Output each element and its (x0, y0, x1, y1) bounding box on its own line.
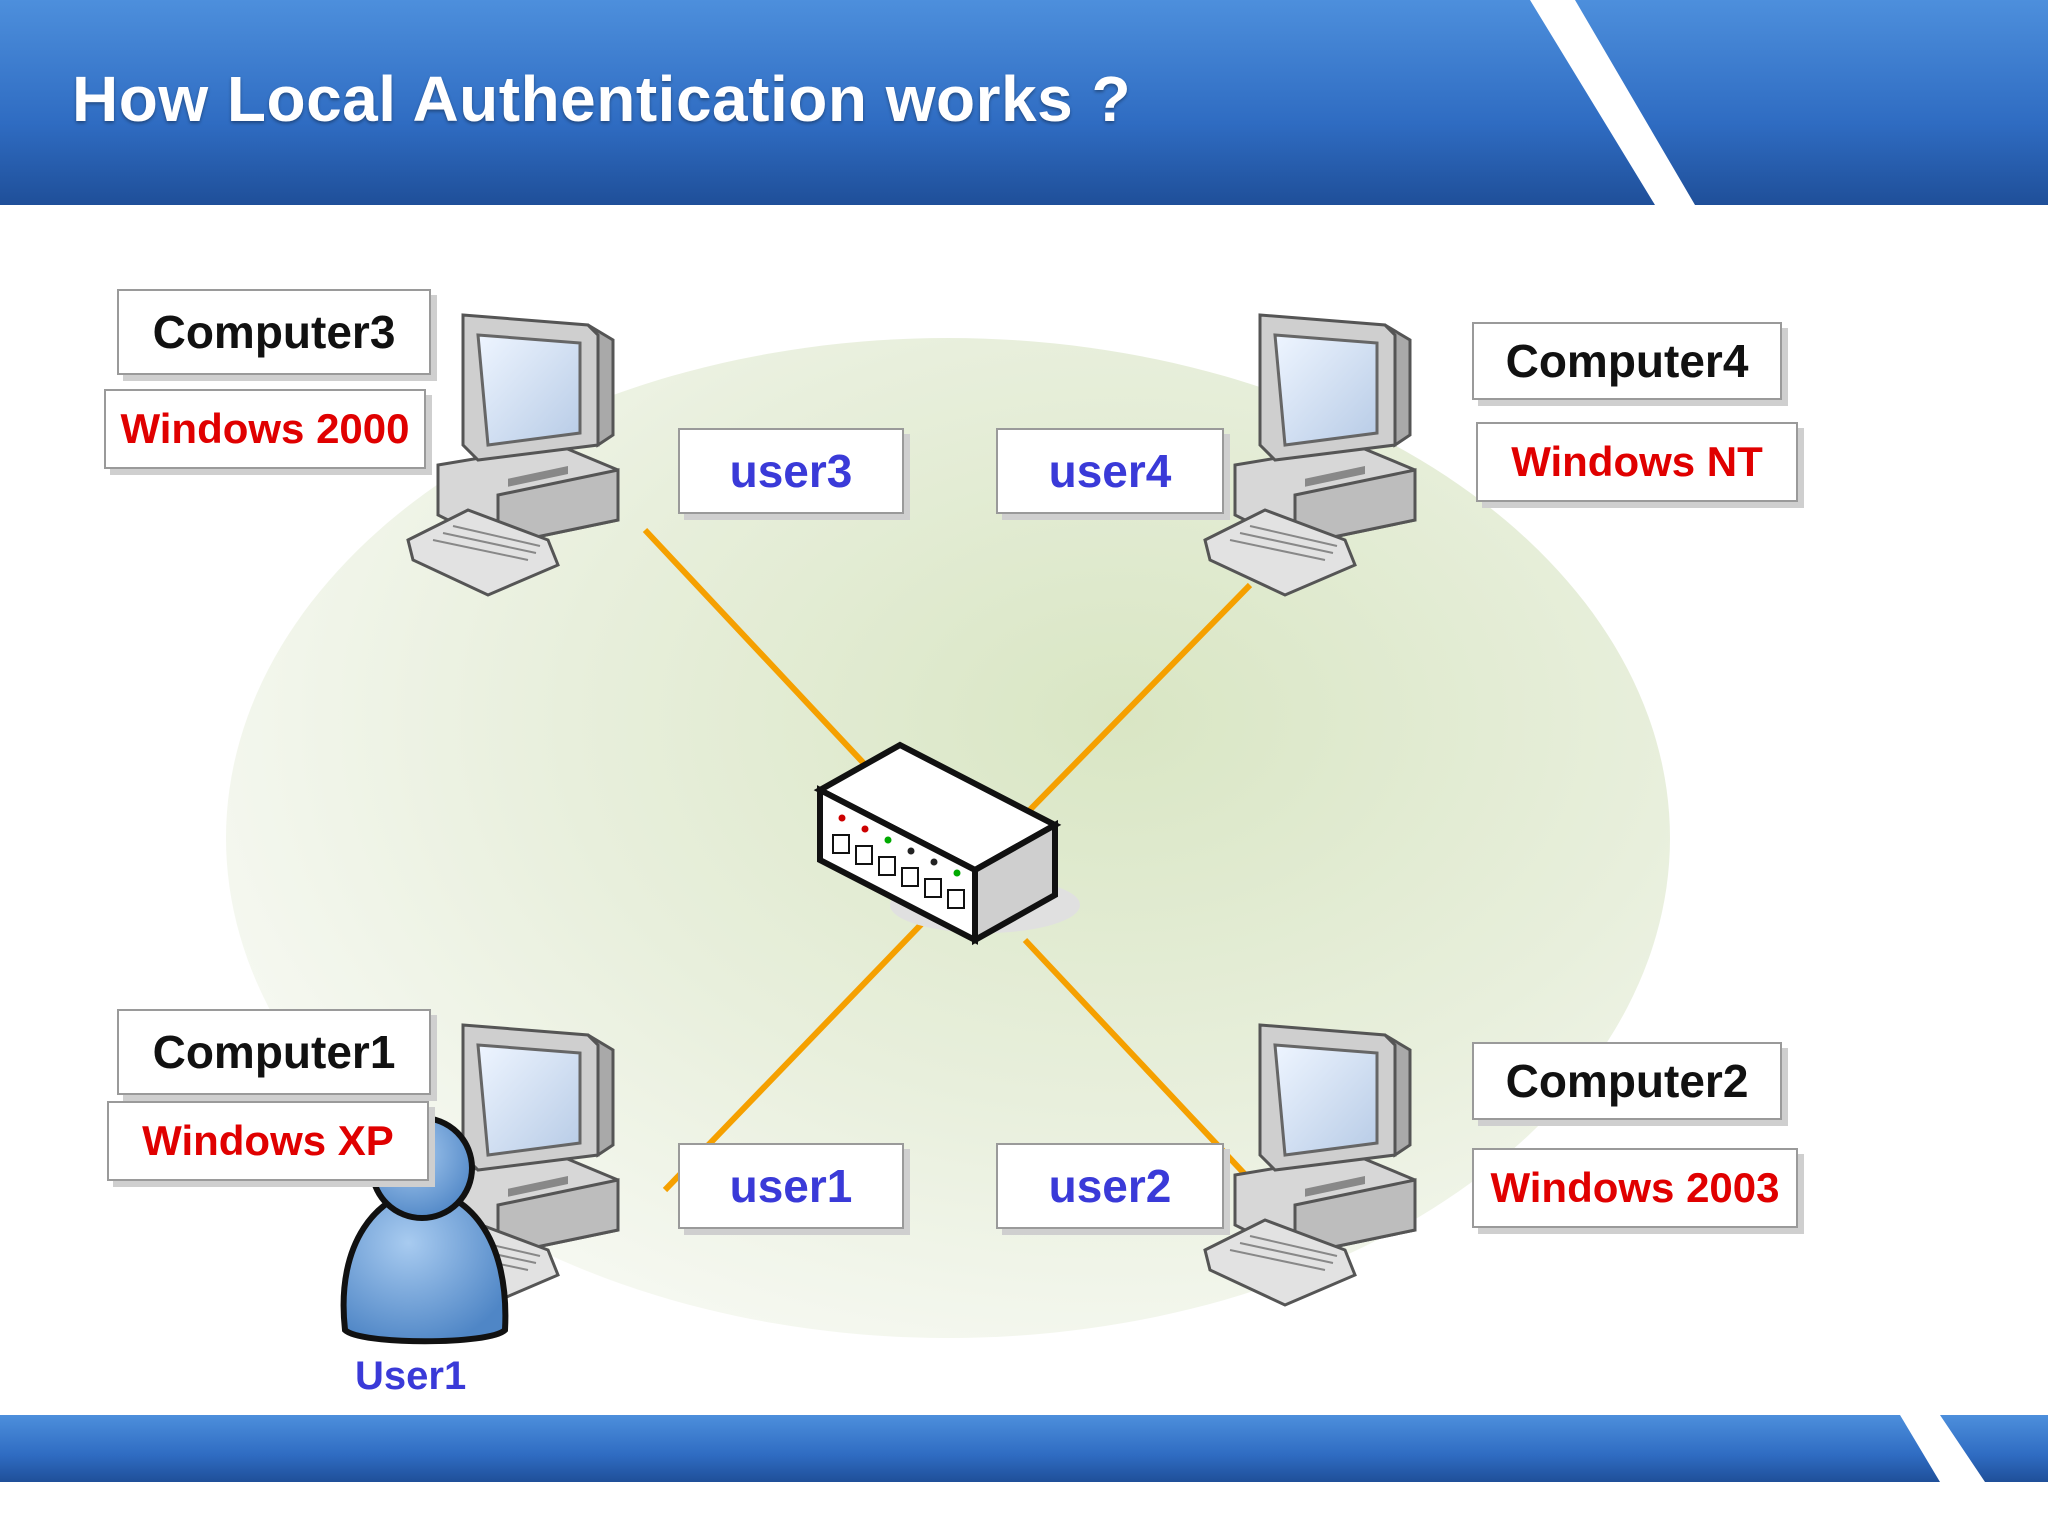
computer2-name-label: Computer2 (1472, 1042, 1782, 1120)
network-switch-icon (813, 741, 1080, 946)
computer4-name-label: Computer4 (1472, 322, 1782, 400)
header-banner (0, 0, 1655, 205)
footer-banner-accent (1940, 1415, 2048, 1482)
cable-computer4 (1017, 582, 1253, 823)
page-title: How Local Authentication works ? (72, 63, 1132, 135)
computer4-user-label: user4 (996, 428, 1224, 514)
computer1-user-label: user1 (678, 1143, 904, 1229)
computer3-name-label: Computer3 (117, 289, 431, 375)
computer4-os-label: Windows NT (1476, 422, 1798, 502)
header-banner-accent (1575, 0, 2048, 205)
footer-banner (0, 1415, 1940, 1482)
computer3-os-label: Windows 2000 (104, 389, 426, 469)
person-label: User1 (355, 1354, 467, 1398)
cable-computer3 (642, 527, 873, 773)
computer2-user-label: user2 (996, 1143, 1224, 1229)
computer3-user-label: user3 (678, 428, 904, 514)
computer1-os-label: Windows XP (107, 1101, 429, 1181)
computer1-name-label: Computer1 (117, 1009, 431, 1095)
computer2-os-label: Windows 2003 (1472, 1148, 1798, 1228)
